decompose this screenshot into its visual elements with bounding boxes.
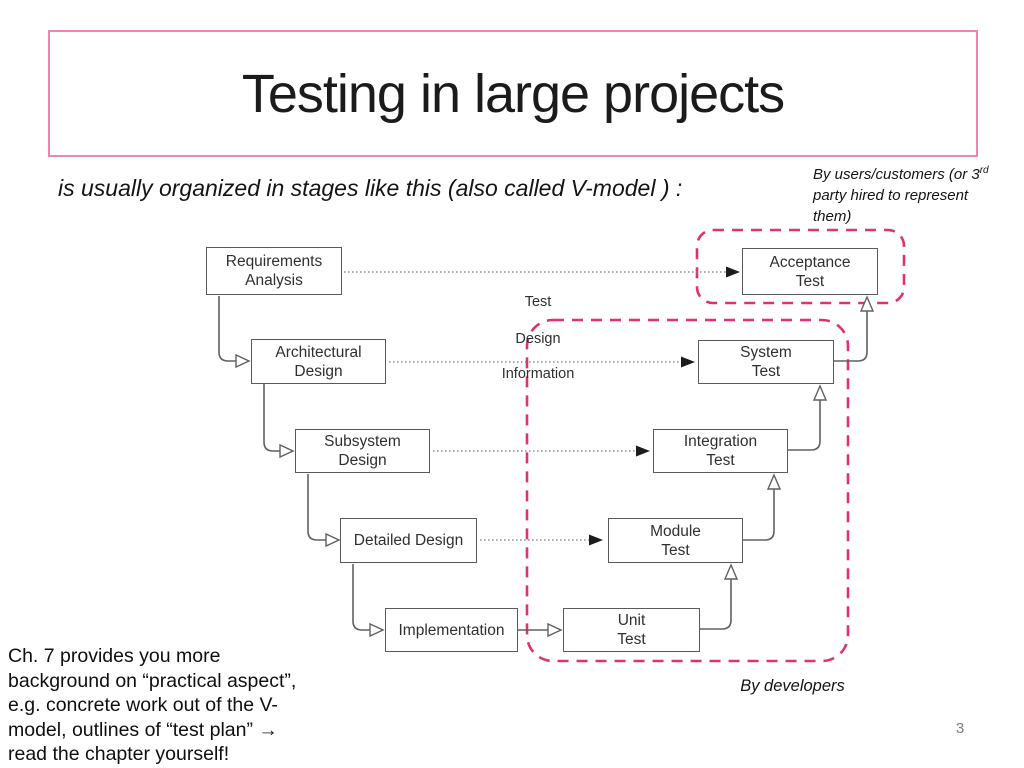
arrowhead-module	[589, 534, 603, 546]
users-customers-note: By users/customers (or 3rd party hired t…	[813, 164, 1024, 227]
box-label-line: Requirements	[225, 253, 323, 270]
page-title: Testing in large projects	[241, 63, 785, 124]
box-label-line: Test	[795, 272, 825, 290]
box-label-line: Test	[751, 363, 781, 380]
connector-detailed-implementation	[352, 564, 370, 631]
box-label-line: Test	[706, 452, 735, 469]
flow-label-information: Information	[501, 366, 575, 382]
box-unit-test: Unit Test	[563, 608, 700, 652]
box-integration-test: Integration Test	[653, 429, 788, 473]
box-detailed-design: Detailed Design	[340, 518, 477, 563]
chapter-note-line: model, outlines of “test plan” →	[8, 718, 278, 741]
hollow-arrowhead-subsystem	[279, 443, 295, 459]
connector-subsystem-detailed	[307, 474, 326, 541]
connector-integration-system	[788, 400, 821, 451]
hollow-arrowhead-implementation	[369, 622, 385, 638]
chapter-note-line: read the chapter yourself!	[8, 743, 230, 765]
box-module-test: Module Test	[608, 518, 743, 563]
hollow-arrowhead-unit	[547, 622, 563, 638]
dashed-region-developers	[525, 318, 850, 663]
box-system-test: System Test	[698, 340, 834, 384]
box-label-line: Implementation	[398, 621, 505, 639]
chapter-note: Ch. 7 provides you more background on “p…	[8, 644, 296, 767]
test-design-info-arrows	[344, 271, 726, 541]
subtitle: is usually organized in stages like this…	[58, 175, 683, 201]
box-label-line: Analysis	[245, 272, 303, 289]
chapter-note-line: Ch. 7 provides you more	[8, 645, 221, 667]
box-label-line: Module	[650, 522, 701, 540]
box-label-line: Test	[617, 631, 646, 648]
users-note-line2: party hired to represent	[813, 187, 969, 204]
box-label-line: Test	[661, 541, 690, 559]
connector-system-acceptance	[834, 311, 868, 362]
box-label-line: Design	[294, 362, 343, 380]
connector-requirements-architectural	[218, 296, 236, 362]
arrowhead-integration	[636, 445, 650, 457]
connector-architectural-subsystem	[263, 384, 280, 452]
box-label-line: System	[740, 344, 792, 361]
connector-unit-module	[700, 579, 732, 630]
arrowhead-acceptance	[726, 266, 740, 278]
box-label-line: Design	[338, 452, 387, 469]
box-subsystem-design: Subsystem Design	[295, 429, 430, 473]
arrowhead-system	[681, 356, 695, 368]
users-note-line1: By users/customers (or 3rd	[813, 164, 1024, 185]
connector-module-integration	[743, 489, 775, 541]
dotted-arrowheads	[589, 266, 740, 546]
page-number: 3	[955, 720, 965, 737]
box-label-line: Unit	[617, 612, 646, 629]
box-label-line: Integration	[683, 433, 758, 450]
box-label-line: Subsystem	[324, 433, 401, 450]
box-label-line: Detailed Design	[353, 532, 464, 549]
flow-label-test: Test	[524, 294, 552, 310]
developers-note: By developers	[740, 677, 845, 695]
hollow-arrowheads	[235, 295, 875, 638]
hollow-arrowhead-architectural	[235, 353, 251, 369]
flow-label-design: Design	[515, 331, 561, 347]
box-label-line: Acceptance	[769, 253, 851, 271]
users-note-line3: them)	[813, 208, 852, 225]
box-implementation: Implementation	[385, 608, 518, 652]
hollow-arrowhead-system-up	[812, 384, 828, 401]
users-note-line1-text: By users/customers (or 3	[813, 166, 980, 183]
box-label-line: Architectural	[275, 343, 362, 361]
title-box: Testing in large projects	[48, 30, 978, 157]
chapter-note-line: e.g. concrete work out of the V-	[8, 694, 278, 716]
solid-connectors	[218, 296, 868, 631]
box-architectural-design: Architectural Design	[251, 339, 386, 384]
hollow-arrowhead-module-up	[723, 563, 739, 580]
users-note-superscript: rd	[979, 165, 989, 176]
hollow-arrowhead-detailed	[325, 532, 341, 548]
hollow-arrowhead-acceptance-up	[859, 295, 875, 312]
dashed-regions	[525, 228, 906, 663]
hollow-arrowhead-integration-up	[766, 473, 782, 490]
box-requirements-analysis: Requirements Analysis	[206, 247, 342, 295]
box-acceptance-test: Acceptance Test	[742, 248, 878, 295]
chapter-note-line: background on “practical aspect”,	[8, 669, 297, 692]
